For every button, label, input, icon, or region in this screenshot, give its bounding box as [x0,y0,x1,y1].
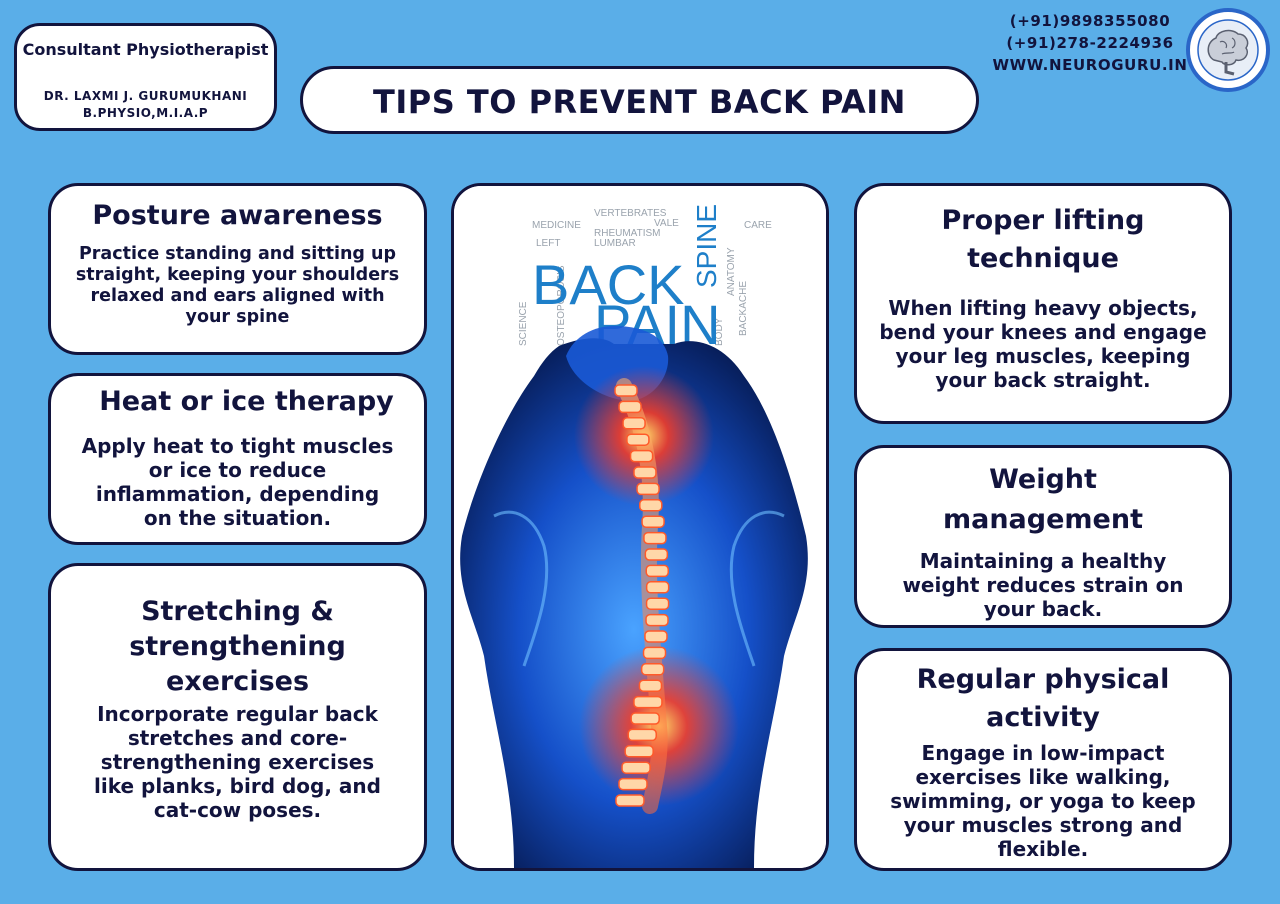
vertebra [645,564,669,578]
tip-card-weight: Weight management Maintaining a healthy … [854,445,1232,628]
credit-role: Consultant Physiotherapist [22,40,269,59]
credit-box: Consultant Physiotherapist DR. LAXMI J. … [14,23,277,131]
vertebra [629,449,654,463]
title-banner: TIPS TO PREVENT BACK PAIN [300,66,979,134]
tip-body-posture: Practice standing and sitting up straigh… [75,244,400,327]
vertebra [618,777,648,791]
word-cloud-word: ANATOMY [726,247,737,296]
vertebra [614,384,638,397]
image-side-word: SPINE [691,204,722,288]
vertebra [639,499,663,512]
word-cloud-word: CARE [744,220,772,231]
brain-logo-icon [1184,8,1272,92]
word-cloud-word: RHEUMATISM [594,228,660,239]
credit-name: DR. LAXMI J. GURUMUKHANI [43,89,248,103]
tip-body-lifting: When lifting heavy objects, bend your kn… [879,296,1207,392]
contact-phone-2[interactable]: (+91)278-2224936 [1006,34,1174,52]
vertebra [622,417,646,430]
tip-card-activity: Regular physical activity Engage in low-… [854,648,1232,871]
tip-heading-weight: Weight management [942,464,1143,535]
vertebra [626,433,650,446]
vertebra [633,466,657,479]
tip-heading-activity: Regular physical activity [916,664,1170,733]
back-pain-image: MEDICINE VERTEBRATES RHEUMATISM LUMBAR V… [454,186,826,868]
word-cloud-word: OSTEOPOROSIS [556,265,567,346]
tip-body-weight: Maintaining a healthy weight reduces str… [902,549,1184,621]
back-pain-illustration: MEDICINE VERTEBRATES RHEUMATISM LUMBAR V… [451,183,829,871]
vertebra [645,597,670,610]
tip-card-posture: Posture awareness Practice standing and … [48,183,427,355]
vertebra [645,613,669,627]
word-cloud-word: LUMBAR [594,238,636,249]
contact-phone-1[interactable]: (+91)9898355080 [1009,12,1171,30]
vertebra [627,728,657,742]
tip-heading-lifting: Proper lifting technique [941,205,1145,274]
vertebra [641,515,665,528]
tip-body-activity: Engage in low-impact exercises like walk… [890,741,1196,861]
word-cloud-word: VALE [654,218,679,229]
word-cloud-word: LEFT [536,238,560,249]
tip-card-lifting: Proper lifting technique When lifting he… [854,183,1232,424]
image-headline-top: BACK [532,253,685,316]
contact-block: (+91)9898355080 (+91)278-2224936 WWW.NEU… [985,10,1195,76]
vertebra [615,794,645,807]
word-cloud-word: VERTEBRATES [594,208,667,219]
tip-body-stretch: Incorporate regular back stretches and c… [94,702,381,822]
vertebra [618,400,642,414]
word-cloud-word: MEDICINE [532,220,581,231]
word-cloud-word: BACKACHE [738,281,749,336]
vertebra [643,531,667,545]
word-cloud-word: SCIENCE [518,301,529,346]
vertebra [640,663,665,676]
spine-vertebrae [614,384,670,807]
tip-heading-heat: Heat or ice therapy [99,386,394,417]
vertebra [621,761,651,774]
tip-body-heat: Apply heat to tight muscles or ice to re… [81,434,394,530]
vertebra [630,712,660,725]
tip-card-stretch: Stretching & strengthening exercises Inc… [48,563,427,871]
vertebra [636,482,660,496]
page-title: TIPS TO PREVENT BACK PAIN [373,83,906,121]
tip-heading-posture: Posture awareness [92,200,383,231]
tip-card-heat: Heat or ice therapy Apply heat to tight … [48,373,427,545]
vertebra [642,646,667,660]
word-cloud-word: BODY [714,317,725,346]
vertebra [644,548,669,561]
vertebra [644,630,668,643]
vertebra [624,745,654,758]
contact-website[interactable]: WWW.NEUROGURU.IN [992,56,1188,74]
vertebra [633,695,663,709]
vertebra [645,581,670,594]
tip-heading-stretch: Stretching & strengthening exercises [129,596,346,697]
vertebra [638,679,663,692]
credit-degrees: B.PHYSIO,M.I.A.P [82,106,209,120]
